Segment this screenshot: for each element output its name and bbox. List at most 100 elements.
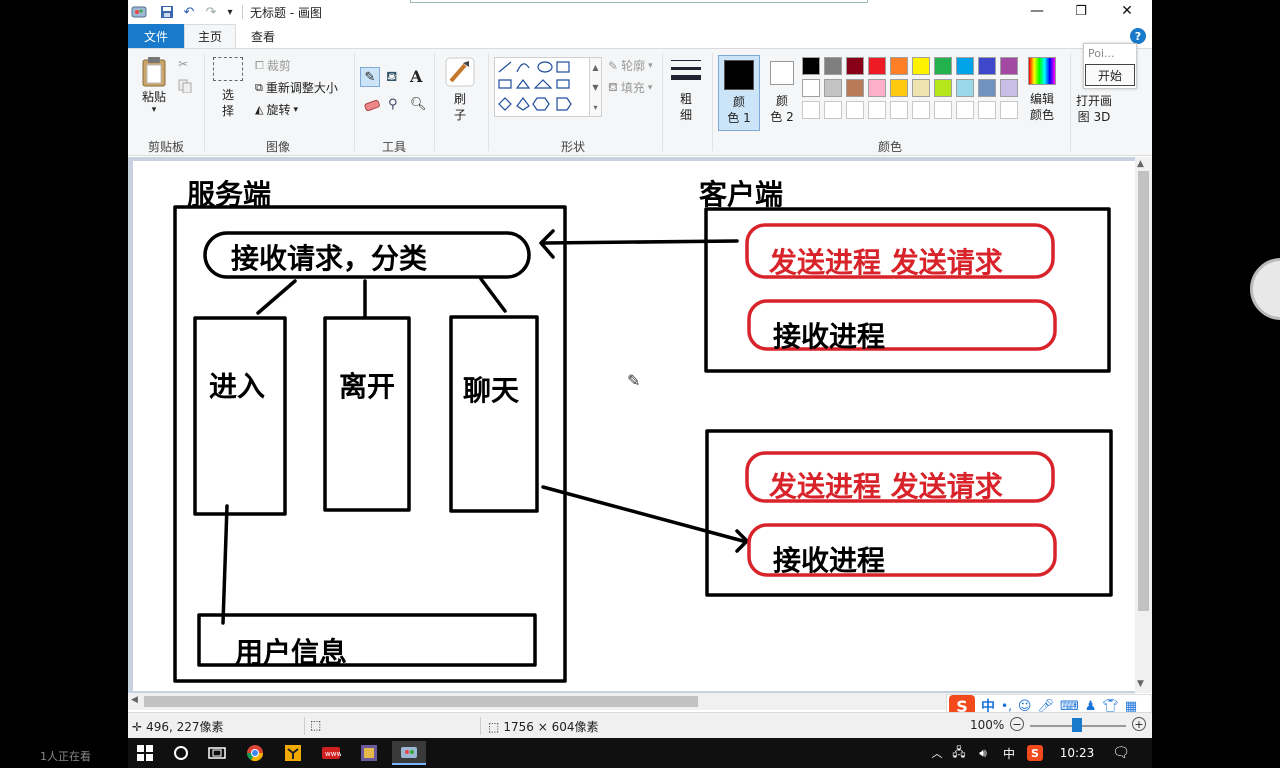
paint3d-button[interactable]: 打开画 图 3D xyxy=(1074,57,1114,125)
palette-empty-swatch[interactable] xyxy=(1000,101,1018,119)
paste-button[interactable]: 粘贴 ▾ xyxy=(134,55,174,115)
palette-empty-swatch[interactable] xyxy=(978,101,996,119)
keyboard-icon[interactable]: ⌨ xyxy=(1059,698,1079,714)
tray-chevron-icon[interactable]: ︿ xyxy=(931,747,943,760)
volume-icon[interactable]: 🔊︎ xyxy=(979,745,987,760)
zoom-in-button[interactable]: + xyxy=(1132,717,1146,731)
palette-empty-swatch[interactable] xyxy=(846,101,864,119)
app-icon-network[interactable] xyxy=(280,741,306,765)
palette-swatch[interactable] xyxy=(802,57,820,75)
shapes-scroll[interactable]: ▲▼▾ xyxy=(590,57,602,117)
ime-mode-indicator[interactable]: 中 xyxy=(1002,746,1015,761)
sogou-icon[interactable]: S xyxy=(949,695,975,717)
outline-button[interactable]: ✎轮廓▾ xyxy=(608,57,653,74)
palette-swatch[interactable] xyxy=(846,79,864,97)
avatar[interactable] xyxy=(1250,258,1280,320)
zoom-slider-thumb[interactable] xyxy=(1072,718,1082,732)
palette-swatch[interactable] xyxy=(912,57,930,75)
ime-lang[interactable]: 中 xyxy=(981,699,995,715)
text-tool[interactable]: A xyxy=(410,67,422,86)
palette-swatch[interactable] xyxy=(1000,57,1018,75)
resize-button[interactable]: ⧉重新调整大小 xyxy=(255,79,338,96)
color2-button[interactable]: 颜 色 2 xyxy=(762,59,802,125)
notification-icon[interactable]: 🗨︎ xyxy=(1112,745,1130,761)
tab-view[interactable]: 查看 xyxy=(250,29,275,44)
app-icon-editor[interactable] xyxy=(356,741,382,765)
select-button[interactable]: 选 择 xyxy=(210,57,246,119)
restore-button[interactable]: ❐ xyxy=(1075,3,1087,19)
pencil-tool[interactable]: ✎ xyxy=(360,67,380,87)
palette-swatch[interactable] xyxy=(890,79,908,97)
palette-swatch[interactable] xyxy=(1000,79,1018,97)
copy-icon[interactable] xyxy=(178,79,192,93)
palette-swatch[interactable] xyxy=(846,57,864,75)
app-icon-media[interactable]: www xyxy=(318,741,344,765)
eraser-tool[interactable] xyxy=(364,99,380,111)
palette-swatch[interactable] xyxy=(868,79,886,97)
help-icon[interactable]: ? xyxy=(1130,28,1146,44)
palette-swatch[interactable] xyxy=(868,57,886,75)
palette-swatch[interactable] xyxy=(956,79,974,97)
chrome-icon[interactable] xyxy=(242,741,268,765)
shapes-gallery[interactable] xyxy=(494,57,590,117)
palette-empty-swatch[interactable] xyxy=(824,101,842,119)
color-picker-tool[interactable]: ⚲ xyxy=(388,97,398,112)
close-button[interactable]: ✕ xyxy=(1121,3,1133,19)
start-menu-icon[interactable] xyxy=(132,741,158,765)
start-button[interactable]: 开始 xyxy=(1085,64,1135,86)
vertical-scroll-thumb[interactable] xyxy=(1138,171,1149,611)
fill-tool[interactable]: ⛾ xyxy=(386,69,397,87)
palette-empty-swatch[interactable] xyxy=(868,101,886,119)
horizontal-scroll-thumb[interactable] xyxy=(144,696,698,707)
palette-swatch[interactable] xyxy=(824,79,842,97)
fill-button[interactable]: ⛾填充▾ xyxy=(608,79,652,96)
palette-empty-swatch[interactable] xyxy=(956,101,974,119)
ime-punct[interactable]: •, xyxy=(1001,699,1012,713)
brushes-button[interactable]: 刷 子 xyxy=(440,57,480,123)
color1-button[interactable]: 颜 色 1 xyxy=(718,55,760,131)
palette-swatch[interactable] xyxy=(912,79,930,97)
palette-empty-swatch[interactable] xyxy=(802,101,820,119)
save-icon[interactable] xyxy=(158,3,176,21)
scroll-left-icon[interactable]: ◀ xyxy=(131,695,138,705)
tab-home[interactable]: 主页 xyxy=(184,24,236,48)
paint-taskbar-icon[interactable] xyxy=(392,741,426,765)
edit-colors-button[interactable]: 编辑 颜色 xyxy=(1024,57,1060,123)
palette-swatch[interactable] xyxy=(978,79,996,97)
zoom-out-button[interactable]: − xyxy=(1010,717,1024,731)
vertical-scrollbar[interactable]: ▲ ▼ xyxy=(1135,157,1152,693)
palette-swatch[interactable] xyxy=(824,57,842,75)
clock[interactable]: 10:23 xyxy=(1059,746,1095,760)
drawing-canvas[interactable]: 服务端 客户端 接收请求，分类 进入 离开 聊天 用户信息 发送进程 发送请求 … xyxy=(133,161,1135,691)
palette-empty-swatch[interactable] xyxy=(890,101,908,119)
scroll-up-icon[interactable]: ▲ xyxy=(1137,159,1144,169)
user-icon[interactable]: ♟ xyxy=(1084,698,1097,714)
palette-swatch[interactable] xyxy=(934,79,952,97)
cut-icon[interactable]: ✂ xyxy=(178,57,189,71)
palette-swatch[interactable] xyxy=(956,57,974,75)
rotate-button[interactable]: ◭旋转▾ xyxy=(255,101,298,118)
size-button[interactable]: 粗 细 xyxy=(666,57,706,123)
palette-swatch[interactable] xyxy=(802,79,820,97)
sogou-tray-icon[interactable]: S xyxy=(1022,741,1048,765)
mic-icon[interactable]: 🎤︎ xyxy=(1037,698,1054,714)
skin-icon[interactable]: 👕︎ xyxy=(1102,698,1119,714)
palette-swatch[interactable] xyxy=(890,57,908,75)
crop-button[interactable]: ⧠裁剪 xyxy=(255,57,291,74)
undo-icon[interactable]: ↶ xyxy=(183,4,195,20)
emoji-icon[interactable]: ☺ xyxy=(1017,698,1032,714)
minimize-button[interactable]: — xyxy=(1030,3,1044,19)
cortana-icon[interactable] xyxy=(168,741,194,765)
network-icon[interactable]: 🖧︎ xyxy=(952,744,966,759)
paint-app-icon[interactable] xyxy=(130,3,148,21)
task-view-icon[interactable] xyxy=(204,741,230,765)
horizontal-scrollbar[interactable]: ◀ xyxy=(128,693,1135,710)
palette-empty-swatch[interactable] xyxy=(934,101,952,119)
toolbox-icon[interactable]: ▦ xyxy=(1124,698,1138,714)
palette-empty-swatch[interactable] xyxy=(912,101,930,119)
tab-file[interactable]: 文件 xyxy=(128,24,184,48)
redo-icon[interactable]: ↷ xyxy=(205,4,217,20)
customize-quick-access-icon[interactable]: ▾ xyxy=(227,6,233,18)
scroll-down-icon[interactable]: ▼ xyxy=(1137,679,1144,689)
palette-swatch[interactable] xyxy=(978,57,996,75)
